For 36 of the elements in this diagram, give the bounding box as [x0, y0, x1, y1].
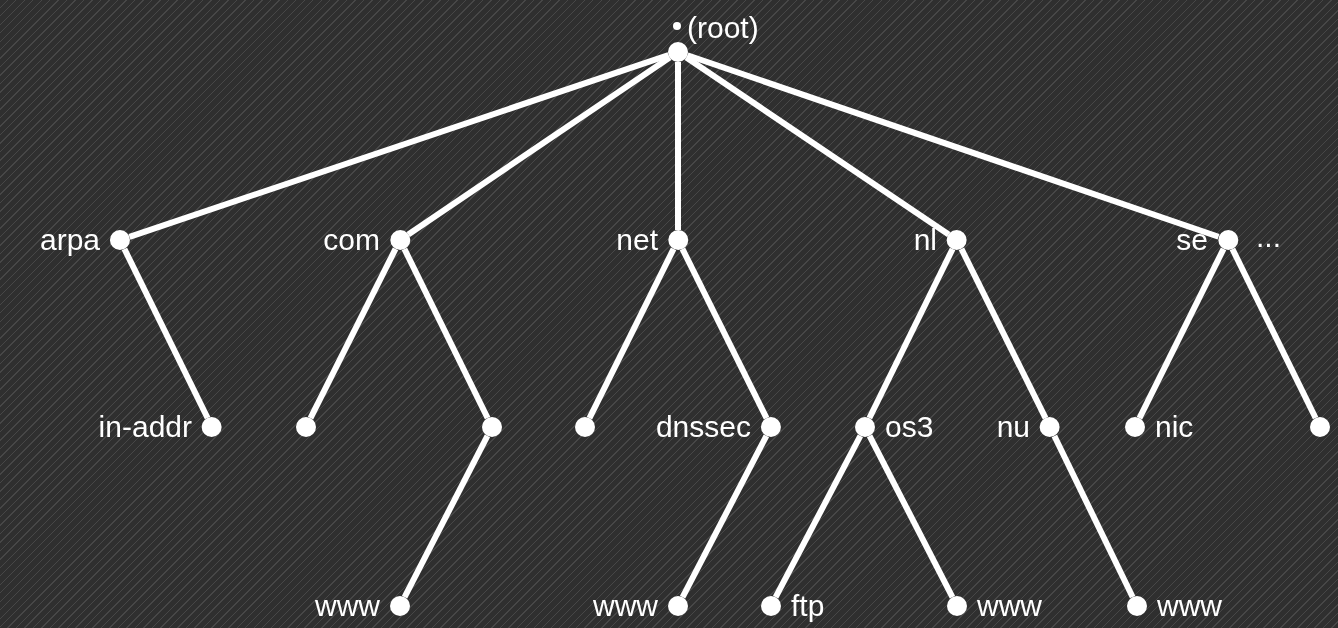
tree-branch-line [686, 52, 1220, 240]
domain-label: www [593, 588, 658, 624]
domain-label: nic [1155, 409, 1194, 445]
domain-label: in-addr [98, 409, 192, 445]
domain-label: nl [913, 222, 937, 258]
tree-branch-line [1229, 247, 1319, 420]
domain-label: www [315, 588, 380, 624]
tree-branch-line [406, 55, 672, 237]
tree-branch-line [684, 55, 951, 237]
tree-branch-line [121, 247, 211, 420]
domain-label: se [1176, 222, 1208, 258]
tree-branch-line [675, 62, 681, 230]
tree-branch-line [401, 247, 491, 420]
tree-branch-line [1051, 434, 1136, 599]
domain-label: www [977, 588, 1042, 624]
ellipsis-label: ... [1256, 222, 1281, 252]
tree-branch-line [307, 247, 399, 420]
tree-branch-line [866, 434, 956, 599]
domain-label: ftp [791, 588, 825, 624]
domain-label: os3 [885, 409, 934, 445]
domain-label: com [323, 222, 380, 258]
domain-label: arpa [39, 222, 100, 258]
domain-label: (root) [687, 11, 759, 44]
tree-branch-line [586, 247, 677, 420]
tree-branch-line [1136, 247, 1227, 420]
tree-branch-line [679, 247, 770, 420]
tree-branch-line [401, 434, 491, 599]
tree-branch-line [128, 52, 670, 240]
domain-label: net [616, 222, 658, 258]
domain-label: dnssec [655, 409, 751, 445]
tree-branch-line [866, 247, 956, 420]
domain-label: nu [996, 409, 1030, 445]
tree-branch-line [958, 247, 1049, 420]
tree-branch-line [679, 434, 770, 599]
tree-branch-line [773, 434, 863, 599]
domain-label: www [1157, 588, 1222, 624]
